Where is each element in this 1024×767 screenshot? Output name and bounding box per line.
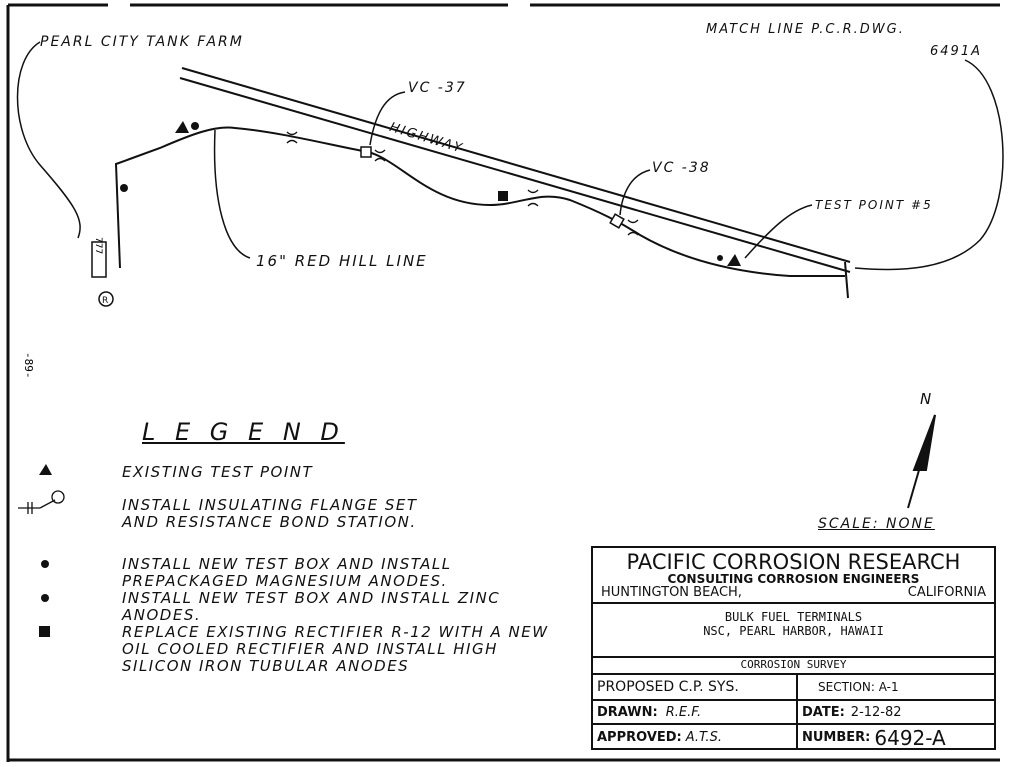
page-number: -89- (22, 352, 35, 379)
magnesium-anode-icon (120, 184, 128, 192)
number-value: 6492-A (874, 725, 946, 750)
company-state: CALIFORNIA (907, 585, 986, 600)
label-match-line-number: 6491A (930, 44, 982, 59)
legend-item-5: REPLACE EXISTING RECTIFIER R-12 WITH A N… (122, 623, 549, 675)
legend-rectifier-icon (39, 626, 50, 637)
approved-label: APPROVED: (597, 730, 682, 745)
label-tank-farm: PEARL CITY TANK FARM (40, 34, 244, 50)
zinc-anode-icon (717, 255, 723, 261)
date-value: 2-12-82 (850, 704, 902, 720)
approved-signature: A.T.S. (685, 730, 722, 745)
north-arrow-icon (907, 414, 936, 509)
insulating-flanges (286, 131, 639, 236)
label-vc38: VC -38 (652, 160, 711, 176)
legend-item-3: INSTALL NEW TEST BOX AND INSTALL PREPACK… (122, 555, 452, 590)
company-subtitle: CONSULTING CORROSION ENGINEERS (667, 572, 920, 586)
scale-label: SCALE: NONE (818, 516, 935, 532)
label-match-line: MATCH LINE P.C.R.DWG. (706, 22, 905, 37)
match-line (844, 261, 849, 299)
highway-lines (179, 67, 851, 273)
valve-box-vc37-icon (360, 146, 372, 158)
existing-test-point-icon (727, 254, 741, 266)
project-line-2: NSC, PEARL HARBOR, HAWAII (703, 624, 884, 638)
legend-dot-icon (41, 560, 49, 568)
legend-triangle-icon (39, 464, 52, 475)
label-test-point: TEST POINT #5 (815, 198, 933, 212)
legend-item-1: EXISTING TEST POINT (122, 463, 314, 481)
company-name: PACIFIC CORROSION RESEARCH (626, 550, 961, 574)
number-label: NUMBER: (802, 730, 871, 745)
legend-item-2: INSTALL INSULATING FLANGE SET AND RESIST… (122, 496, 418, 531)
label-red-hill-line: 16" RED HILL LINE (256, 252, 428, 270)
magnesium-anode-icon (191, 122, 199, 130)
project-line-1: BULK FUEL TERMINALS (724, 610, 863, 624)
tank-tag-box (91, 241, 107, 278)
tank-tag: 777 (93, 237, 103, 254)
legend-zinc-dot-icon (41, 594, 49, 602)
rectifier-icon (498, 191, 508, 201)
map-symbols: R (91, 121, 741, 307)
date-label: DATE: (802, 704, 845, 720)
legend-flange-icon (18, 490, 65, 514)
border (6, 3, 1000, 762)
legend-item-4: INSTALL NEW TEST BOX AND INSTALL ZINC AN… (122, 589, 501, 624)
north-label: N (920, 390, 934, 408)
company-city: HUNTINGTON BEACH, (601, 585, 742, 600)
existing-test-point-icon (175, 121, 189, 133)
legend-title: L E G E N D (142, 418, 345, 446)
svg-text:R: R (102, 296, 108, 306)
pipeline-red-hill (114, 126, 845, 277)
valve-box-vc38-icon (609, 213, 625, 229)
resistance-bond-icon (98, 291, 114, 307)
title-block: PACIFIC CORROSION RESEARCH CONSULTING CO… (591, 546, 996, 750)
leader-lines (16, 41, 1004, 271)
legend-symbols (18, 464, 65, 637)
proposed-system: PROPOSED C.P. SYS. (593, 675, 798, 699)
survey-title: CORROSION SURVEY (593, 658, 994, 675)
drawn-value: R.E.F. (665, 704, 702, 720)
section: SECTION: A-1 (818, 680, 899, 694)
label-vc37: VC -37 (408, 80, 467, 96)
drawn-label: DRAWN: (597, 704, 658, 720)
